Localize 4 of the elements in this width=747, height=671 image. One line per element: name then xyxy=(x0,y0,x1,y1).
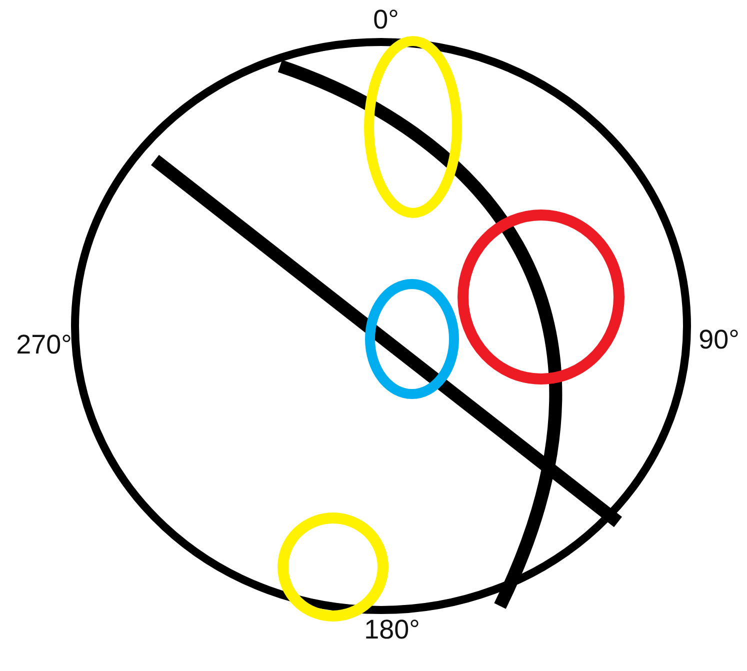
angle-label: 0° xyxy=(373,6,399,34)
angle-label: 180° xyxy=(364,616,420,644)
angle-label: 90° xyxy=(698,326,740,354)
angle-label: 270° xyxy=(16,332,72,358)
